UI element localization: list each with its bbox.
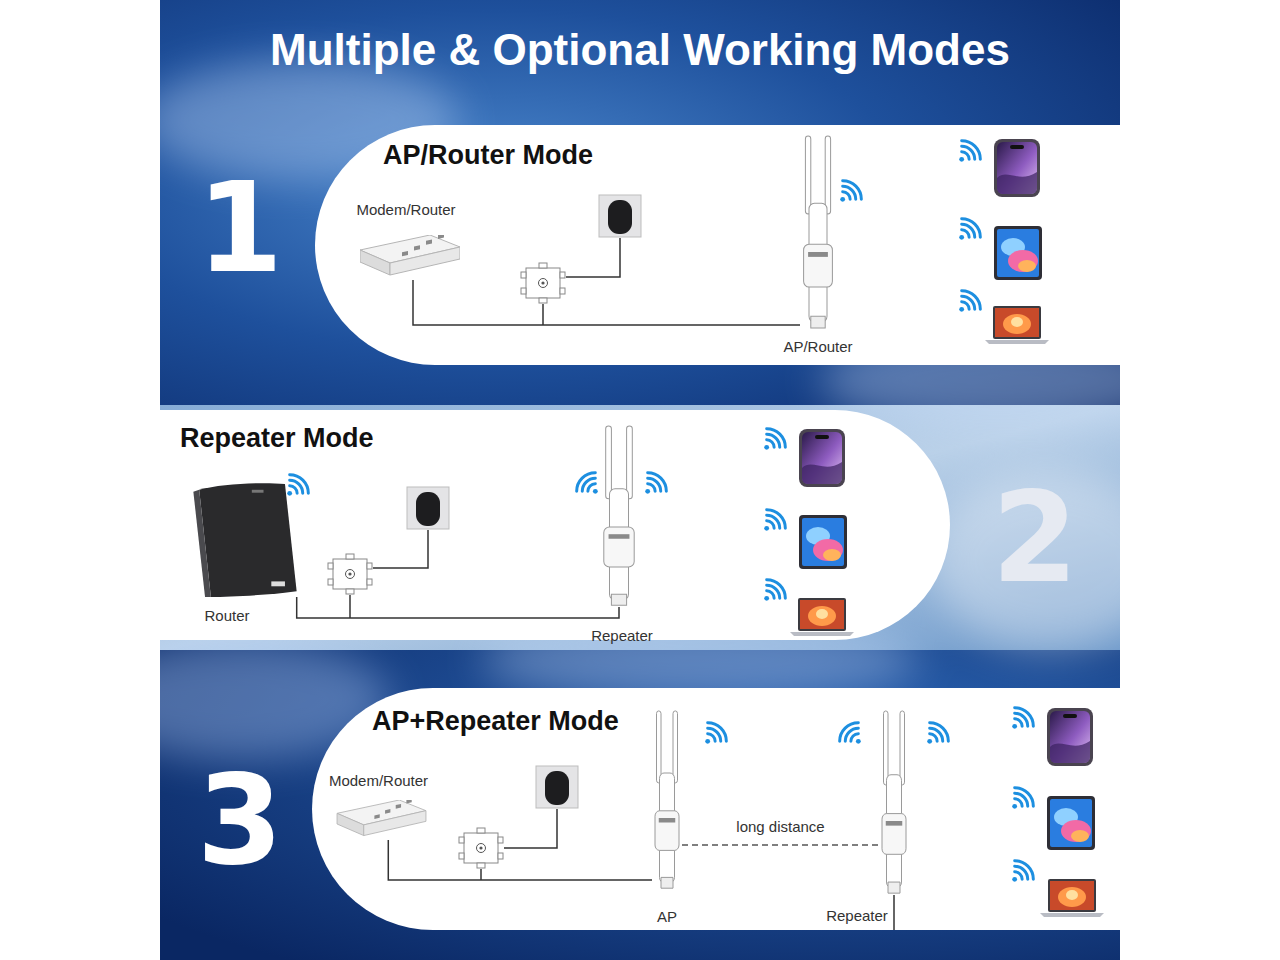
device-label: AP/Router: [783, 338, 852, 356]
device-label: Modem/Router: [356, 201, 455, 219]
device-icon: [652, 710, 682, 890]
mode-heading: AP+Repeater Mode: [372, 706, 619, 737]
antenna-unit: [604, 426, 634, 605]
device-label: AP: [657, 908, 677, 926]
step-number: 3: [197, 758, 283, 882]
device-label: Router: [204, 607, 249, 625]
mode-panel: AP+Repeater ModeModem/RouterAPRepeater: [312, 688, 1120, 930]
mode-heading: AP/Router Mode: [383, 140, 593, 171]
device-icon: [600, 425, 638, 607]
network-device: Repeater: [879, 710, 909, 895]
network-device: Repeater: [600, 425, 638, 607]
network-cable: [413, 280, 800, 325]
device-label: Repeater: [826, 907, 888, 925]
device-icon: [333, 800, 430, 840]
device-icon: [800, 135, 836, 330]
mode-heading: Repeater Mode: [180, 423, 374, 454]
step-number: 2: [992, 476, 1078, 600]
device-icon: [190, 482, 300, 597]
mode-panel: AP/Router ModeModem/RouterAP/Router: [315, 125, 1120, 365]
device-label: Repeater: [591, 627, 653, 645]
modem-unit: [360, 234, 460, 275]
router-unit: [193, 483, 296, 597]
antenna-unit: [655, 711, 679, 888]
network-device: Router: [190, 482, 300, 597]
step-number: 1: [197, 166, 283, 290]
page-title: Multiple & Optional Working Modes: [0, 24, 1280, 77]
network-device: Modem/Router: [360, 235, 460, 280]
device-label: Modem/Router: [329, 772, 428, 790]
network-cable: [388, 840, 652, 880]
device-icon: [360, 235, 460, 280]
network-device: AP: [652, 710, 682, 890]
antenna-unit: [882, 711, 906, 893]
antenna-unit: [804, 136, 833, 328]
network-cable: [682, 844, 879, 846]
network-cable: [297, 597, 619, 618]
network-device: Modem/Router: [333, 800, 430, 840]
network-device: AP/Router: [800, 135, 836, 330]
modem-unit: [337, 799, 426, 836]
device-icon: [879, 710, 909, 895]
edge-label: long distance: [736, 818, 824, 836]
mode-panel: Repeater ModeRouter Repeater: [160, 410, 950, 640]
